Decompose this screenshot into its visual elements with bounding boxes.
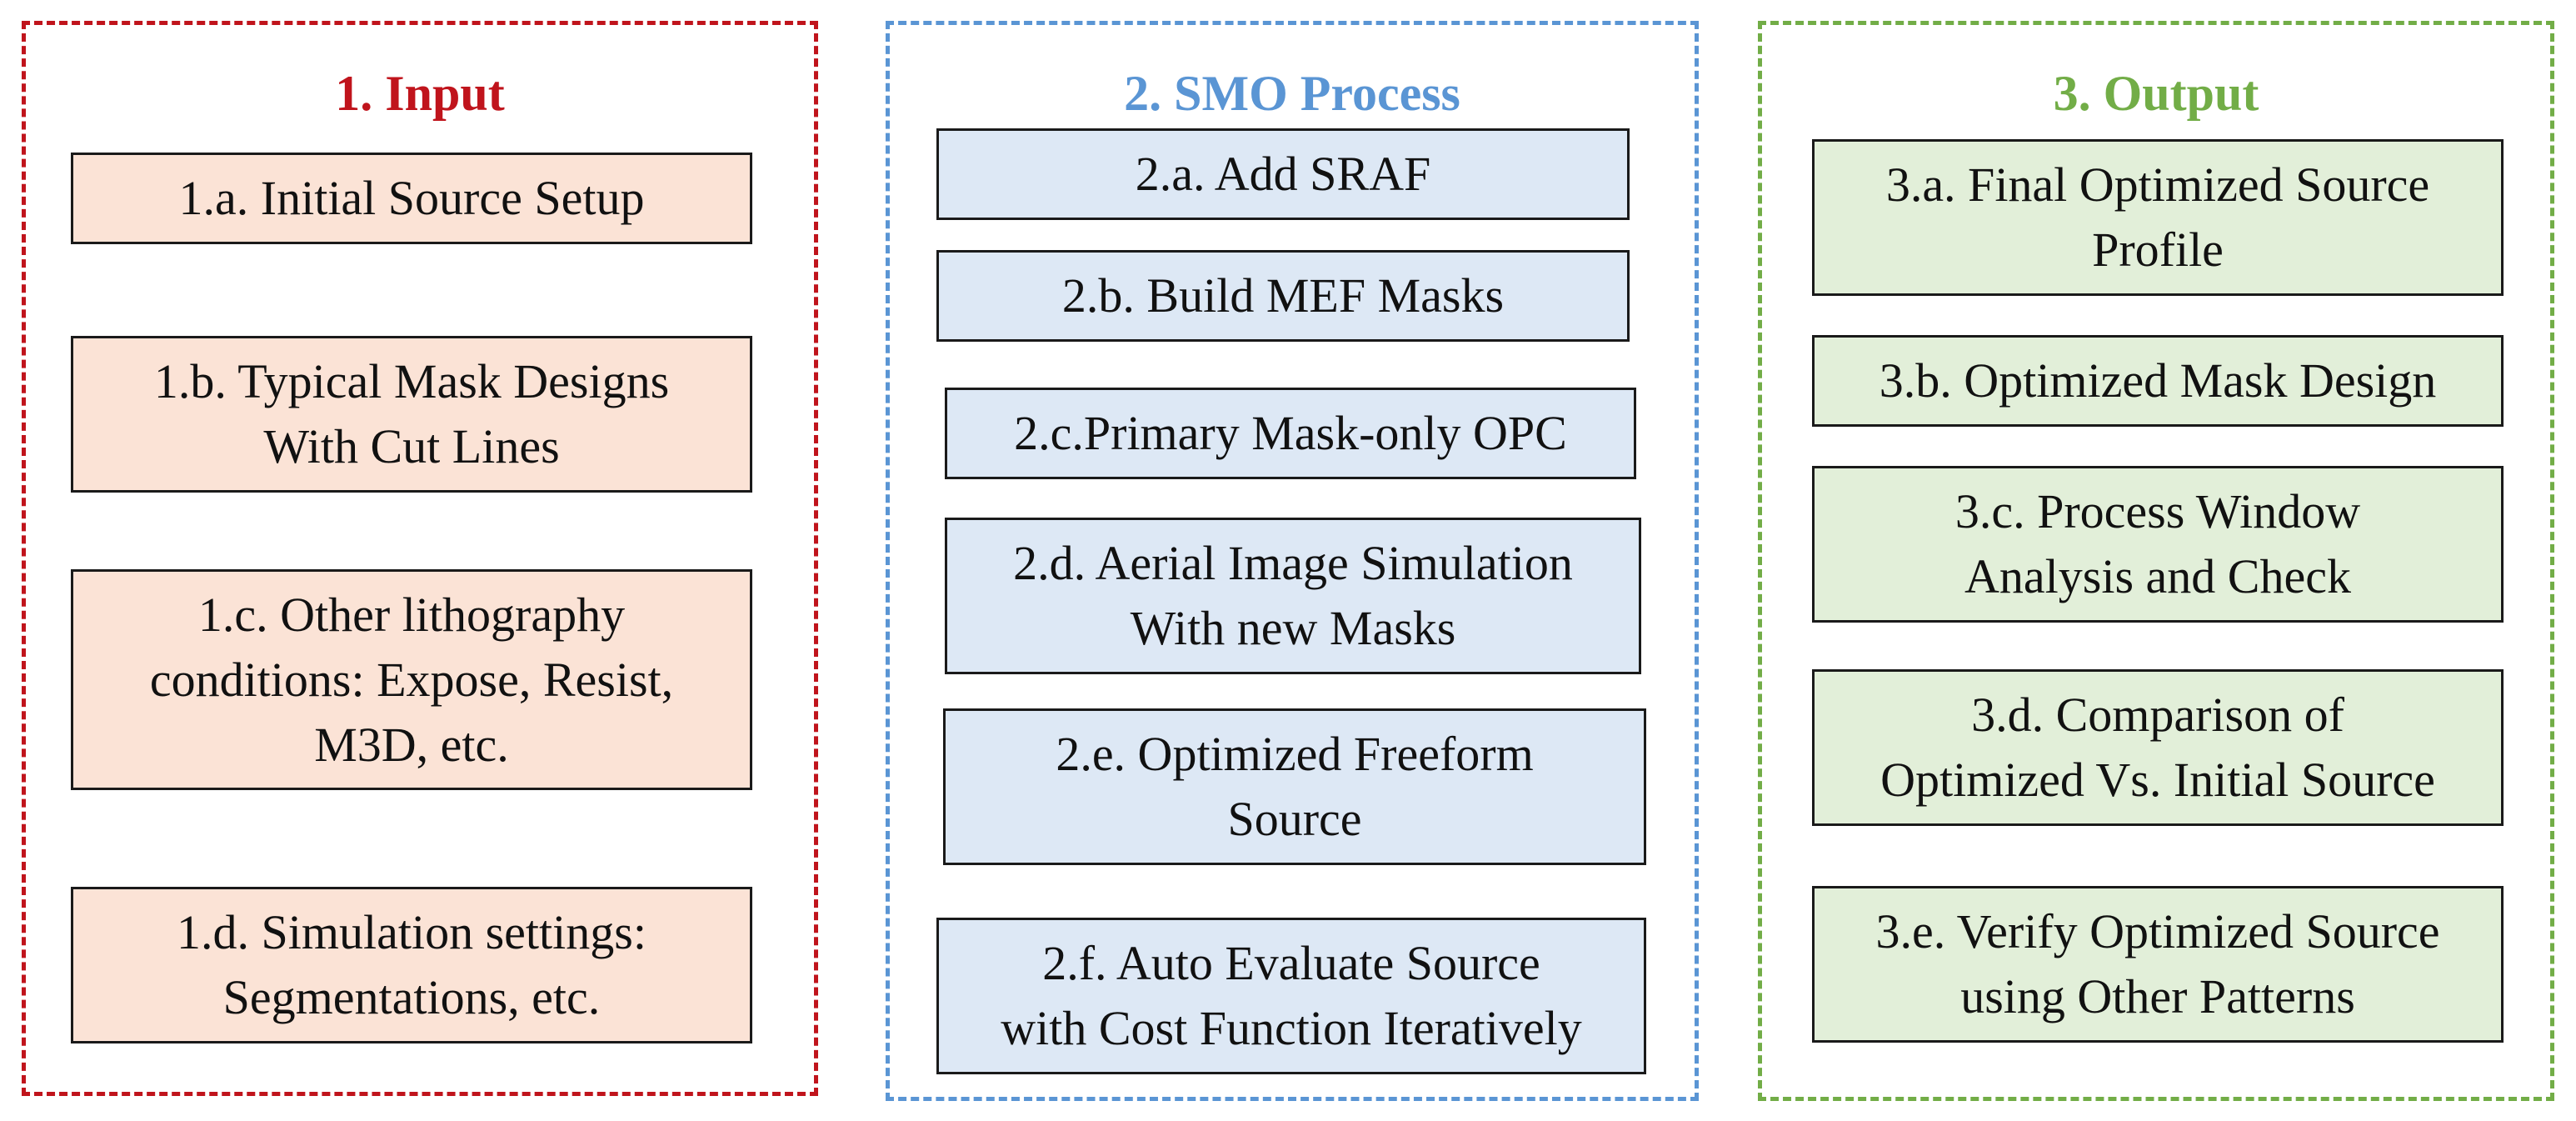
smo-step-2b: 2.b. Build MEF Masks bbox=[936, 250, 1630, 342]
smo-process-panel-title: 2. SMO Process bbox=[1124, 66, 1460, 121]
output-panel-title: 3. Output bbox=[2053, 66, 2259, 121]
output-step-3b: 3.b. Optimized Mask Design bbox=[1812, 335, 2504, 427]
input-step-1d-label: 1.d. Simulation settings:Segmentations, … bbox=[177, 905, 646, 1024]
smo-process-panel: 2. SMO Process 2.a. Add SRAF 2.b. Build … bbox=[886, 21, 1699, 1101]
smo-step-2a: 2.a. Add SRAF bbox=[936, 128, 1630, 220]
input-step-1a: 1.a. Initial Source Setup bbox=[71, 153, 752, 244]
smo-step-2b-label: 2.b. Build MEF Masks bbox=[1061, 268, 1505, 323]
input-panel-title: 1. Input bbox=[335, 66, 505, 121]
input-step-1a-label: 1.a. Initial Source Setup bbox=[178, 171, 645, 225]
smo-step-2a-label: 2.a. Add SRAF bbox=[1135, 147, 1431, 201]
output-step-3b-label: 3.b. Optimized Mask Design bbox=[1879, 353, 2437, 408]
smo-step-2c-label: 2.c.Primary Mask-only OPC bbox=[1014, 406, 1567, 460]
smo-step-2c: 2.c.Primary Mask-only OPC bbox=[945, 388, 1636, 479]
input-step-1d: 1.d. Simulation settings:Segmentations, … bbox=[71, 887, 752, 1043]
input-panel: 1. Input 1.a. Initial Source Setup 1.b. … bbox=[22, 21, 818, 1096]
